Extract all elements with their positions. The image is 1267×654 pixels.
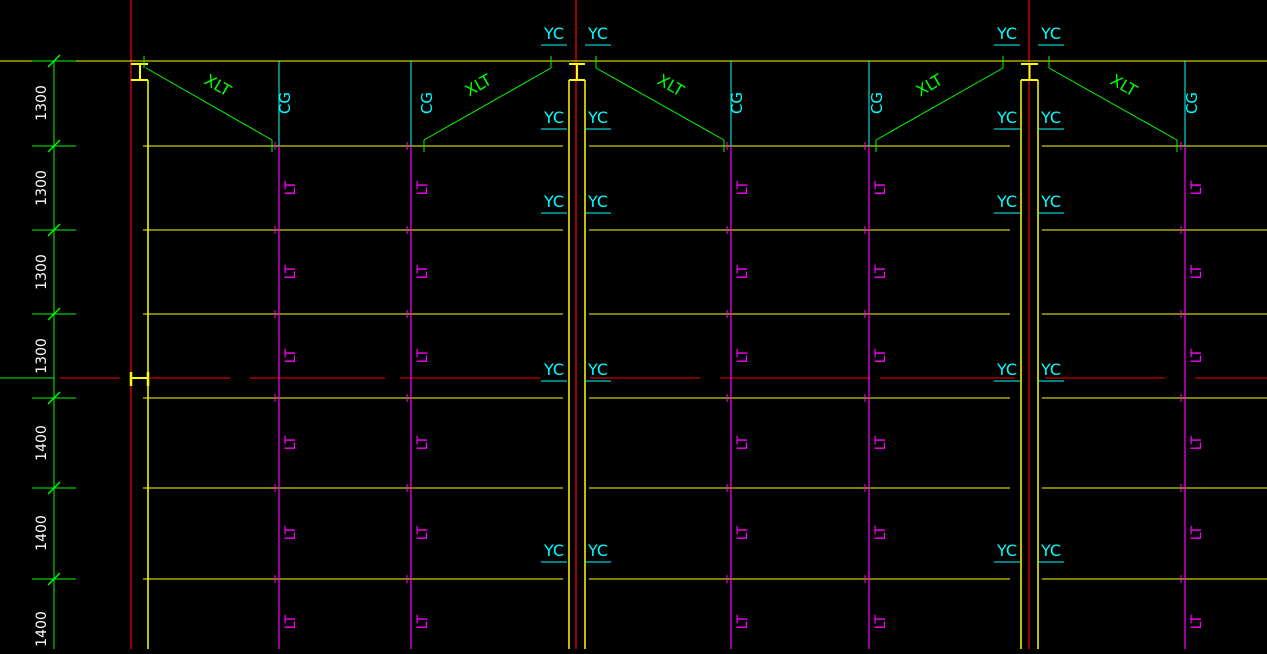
column-tag-label: YC	[1040, 192, 1061, 211]
tie-rod-label: LT	[1189, 614, 1205, 629]
tie-rod-label: LT	[415, 614, 431, 629]
tie-rods	[274, 61, 1186, 649]
tie-rod-label: LT	[415, 264, 431, 279]
tie-rod-label: LT	[1189, 180, 1205, 195]
steel-columns	[129, 63, 1039, 649]
column-tag-label: YC	[996, 360, 1017, 379]
column-tag-label: YC	[587, 108, 608, 127]
dimension-tick	[47, 391, 61, 405]
tie-rod-label: LT	[873, 180, 889, 195]
tie-rod-label: LT	[1189, 525, 1205, 540]
diagonal-tie-label: XLT	[913, 70, 946, 100]
dimension-text: 1400	[34, 425, 50, 461]
tie-rod-label: LT	[415, 525, 431, 540]
dimension-text: 1300	[34, 170, 50, 206]
column-tag-label: YC	[587, 24, 608, 43]
tie-rod-label: LT	[283, 614, 299, 629]
dimension-text: 1400	[34, 515, 50, 551]
tie-rod-label: LT	[283, 435, 299, 450]
tie-rod-label: LT	[735, 435, 751, 450]
diagonal-tie-label: XLT	[654, 70, 687, 100]
column-tag-label: YC	[996, 24, 1017, 43]
axis-lines	[60, 0, 1267, 649]
diagonal-braces	[143, 56, 1178, 152]
tie-rod-label: LT	[415, 180, 431, 195]
column-tag-label: YC	[543, 24, 564, 43]
dimension-tick	[47, 139, 61, 153]
diagonal-brace	[875, 67, 1004, 141]
tie-rod-label: LT	[415, 435, 431, 450]
tie-rod-label: LT	[1189, 264, 1205, 279]
corner-member-label: CG	[728, 92, 746, 114]
diagonal-brace	[1048, 67, 1178, 141]
tie-rod-label: LT	[415, 348, 431, 363]
girt-lines	[0, 60, 1267, 580]
tie-rod-label: LT	[873, 525, 889, 540]
tie-rod-label: LT	[735, 614, 751, 629]
corner-member-label: CG	[1183, 92, 1201, 114]
column-tag-label: YC	[587, 192, 608, 211]
corner-member-label: CG	[868, 92, 886, 114]
column-tag-label: YC	[1040, 360, 1061, 379]
tie-rod-label: LT	[283, 348, 299, 363]
diagonal-tie-label: XLT	[201, 70, 234, 100]
diagonal-tie-label: XLT	[1107, 70, 1140, 100]
dimension-tick	[47, 307, 61, 321]
tie-rod-label: LT	[1189, 435, 1205, 450]
tie-rod-label: LT	[873, 264, 889, 279]
diagonal-brace	[595, 67, 725, 141]
dimension-tick	[47, 54, 61, 68]
column-tag-label: YC	[543, 108, 564, 127]
dimension-tick	[47, 572, 61, 586]
dimension-text: 1300	[34, 254, 50, 290]
tie-rod-label: LT	[873, 614, 889, 629]
diagonal-brace	[145, 67, 273, 141]
column-tag-label: YC	[587, 360, 608, 379]
column-tag-label: YC	[587, 541, 608, 560]
dimension-text: 1400	[34, 611, 50, 647]
column-tag-label: YC	[1040, 24, 1061, 43]
tie-rod-label: LT	[735, 525, 751, 540]
dimension-text: 1300	[34, 85, 50, 121]
column-tag-label: YC	[996, 108, 1017, 127]
tie-rod-label: LT	[735, 348, 751, 363]
column-tag-label: YC	[996, 541, 1017, 560]
dimension-text: 1300	[34, 338, 50, 374]
tie-rod-label: LT	[735, 180, 751, 195]
column-tag-label: YC	[1040, 541, 1061, 560]
dimension-tick	[47, 223, 61, 237]
column-tag-label: YC	[996, 192, 1017, 211]
tie-rod-label: LT	[873, 435, 889, 450]
dimension-chain: 1300 1300 1300 1300 1400 1400 1400	[0, 54, 76, 649]
tie-rod-label: LT	[735, 264, 751, 279]
tie-rod-label: LT	[1189, 348, 1205, 363]
column-tag-label: YC	[543, 192, 564, 211]
column-tag-label: YC	[543, 541, 564, 560]
tie-rod-label: LT	[283, 180, 299, 195]
corner-member-label: CG	[418, 92, 436, 114]
member-labels: YC YC YC YC YC YC YC YC YC YC YC YC YC YC YC YC YC YC YC YC…	[201, 24, 1205, 629]
dimension-tick	[47, 481, 61, 495]
tie-rod-label: LT	[283, 264, 299, 279]
tie-rod-label: LT	[283, 525, 299, 540]
column-tag-label: YC	[1040, 108, 1061, 127]
corner-member-label: CG	[276, 92, 294, 114]
diagonal-tie-label: XLT	[462, 70, 495, 100]
tie-rod-label: LT	[873, 348, 889, 363]
column-tag-label: YC	[543, 360, 564, 379]
diagonal-brace	[423, 67, 552, 141]
